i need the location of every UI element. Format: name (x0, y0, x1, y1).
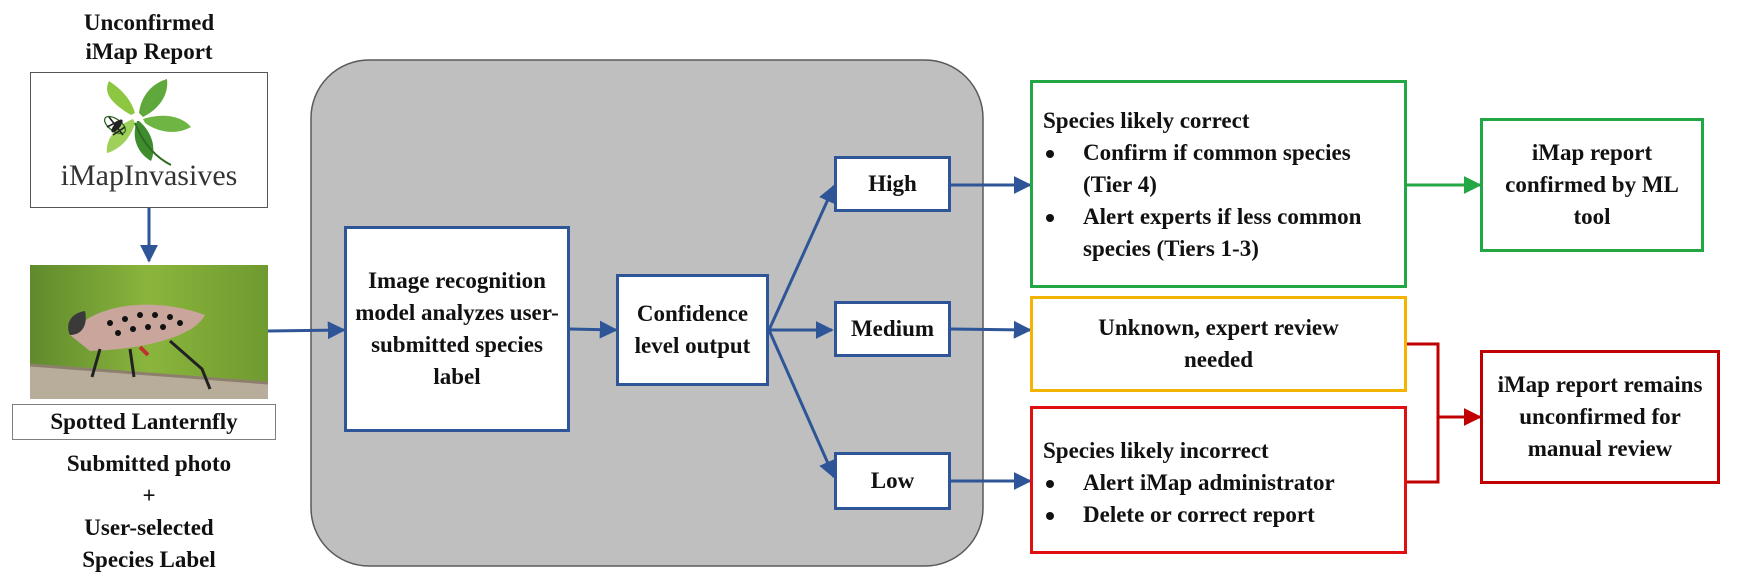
lanternfly-photo (30, 265, 268, 399)
outcome-low-box: Species likely incorrect Alert iMap admi… (1030, 406, 1407, 554)
outcome-high-item: Confirm if common species (Tier 4) (1043, 137, 1394, 201)
imapinvasives-logo: iMapInvasives (30, 72, 268, 208)
level-medium: Medium (834, 301, 951, 357)
submission-caption: Submitted photo + User-selected Species … (66, 451, 232, 572)
result-confirmed-box: iMap report confirmed by ML tool (1480, 118, 1704, 252)
arrow-medium-to-outcome (950, 320, 1032, 339)
leaf-logo-icon: iMapInvasives (61, 79, 238, 192)
arrow-to-high (767, 184, 836, 331)
level-low: Low (834, 452, 951, 510)
outcome-medium-box: Unknown, expert review needed (1030, 296, 1407, 392)
model-box: Image recognition model analyzes user-su… (344, 226, 570, 432)
arrow-model-to-confidence (569, 320, 618, 339)
species-label: Spotted Lanternfly (12, 404, 276, 440)
confidence-box: Confidence level output (616, 274, 769, 386)
outcome-high-box: Species likely correct Confirm if common… (1030, 80, 1407, 288)
logo-wordmark: iMapInvasives (61, 159, 238, 192)
outcome-high-title: Species likely correct (1043, 108, 1250, 133)
outcome-low-item: Delete or correct report (1043, 499, 1394, 531)
level-high: High (834, 156, 951, 212)
outcome-high-item: Alert experts if less common species (Ti… (1043, 201, 1394, 265)
arrow-to-low (767, 329, 836, 479)
report-title: Unconfirmed iMap Report (83, 10, 215, 64)
arrow-photo-to-model (267, 321, 346, 340)
result-unconfirmed-box: iMap report remains unconfirmed for manu… (1480, 350, 1720, 484)
bracket-to-unconfirmed (1407, 342, 1440, 484)
outcome-low-title: Species likely incorrect (1043, 438, 1269, 463)
outcome-low-item: Alert iMap administrator (1043, 467, 1394, 499)
